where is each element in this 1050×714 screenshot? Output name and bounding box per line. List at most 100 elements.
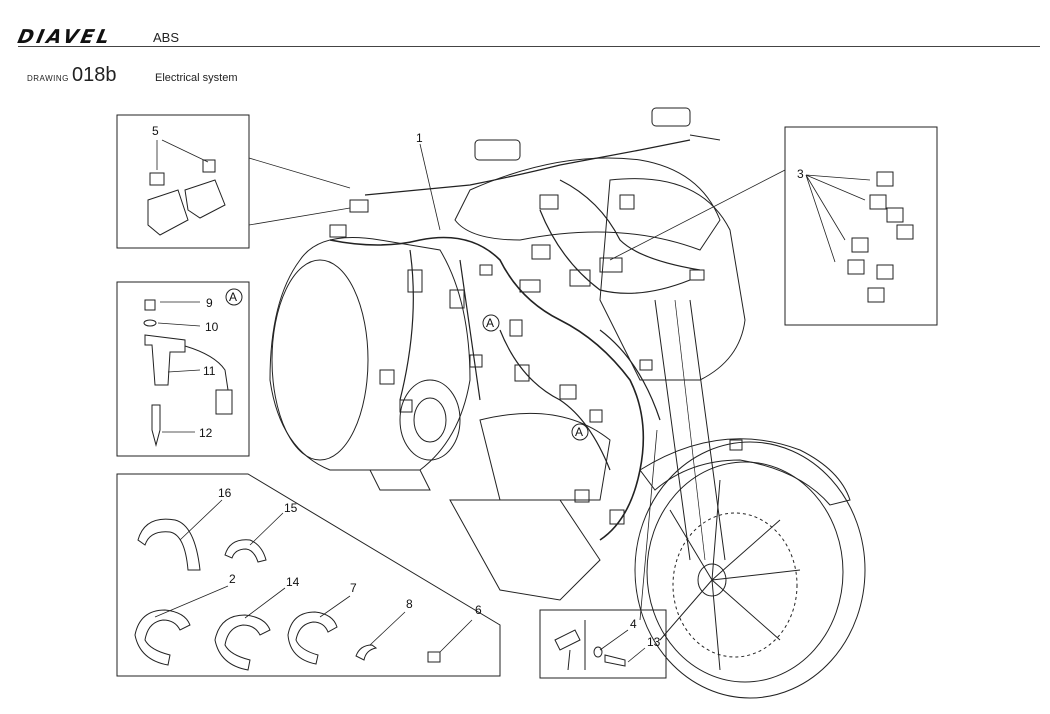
handlebar (364, 139, 691, 196)
side-shroud (599, 178, 746, 381)
rear-cylinder-head (271, 259, 369, 461)
relay-box-frame (784, 126, 938, 326)
callout-4: 4 (630, 617, 637, 631)
header-rule (18, 46, 1040, 47)
relay (847, 259, 865, 275)
connector (609, 509, 625, 525)
relay (876, 264, 894, 280)
callout-9: 9 (206, 296, 213, 310)
clamp-7 (287, 611, 338, 665)
detail-a-marker (571, 423, 589, 441)
callout-1-leader (419, 143, 441, 231)
callout-16: 16 (218, 486, 232, 500)
fuse-small (149, 172, 165, 186)
ground-box-leader (639, 429, 658, 621)
connector (449, 289, 465, 309)
callout-14: 14 (286, 575, 300, 589)
front-rim (646, 461, 844, 683)
connector (599, 257, 623, 273)
callout-8: 8 (406, 597, 413, 611)
connector (639, 359, 653, 371)
connector (349, 199, 369, 213)
box-fuses: 5 (116, 114, 351, 249)
relay (869, 194, 887, 210)
connector (531, 244, 551, 260)
connector (407, 269, 423, 293)
front-cylinder (479, 412, 611, 501)
connector (469, 354, 483, 368)
connector (589, 409, 603, 423)
model-label: ABS (153, 30, 180, 45)
callout-3-leader (805, 174, 871, 263)
clip-6 (427, 651, 441, 663)
clip-8 (355, 644, 378, 661)
ground-lug (554, 629, 581, 651)
brake-reservoir-left (474, 139, 521, 161)
ground-box-frame (539, 609, 667, 679)
callout-5-leader (156, 139, 209, 170)
callout-6: 6 (475, 603, 482, 617)
callout-7: 7 (350, 581, 357, 595)
relay (896, 224, 914, 240)
detail-a-label: A (575, 425, 583, 439)
callout-10: 10 (205, 320, 219, 334)
fuel-tank (454, 157, 721, 251)
drawing-title: Electrical system (155, 72, 238, 84)
connector (479, 264, 493, 276)
connector (729, 439, 743, 451)
relay (851, 237, 869, 253)
fork-left (654, 299, 726, 561)
brake-disc (672, 512, 798, 658)
callout-1: 1 (416, 131, 423, 145)
wheel-hub (697, 563, 727, 597)
connector (399, 399, 413, 413)
relay (867, 287, 885, 303)
connector (574, 489, 590, 503)
clamp-14 (214, 614, 271, 671)
fuse-holder-large (147, 189, 189, 236)
engine-sump (449, 499, 601, 601)
wiring-harness-main (329, 236, 645, 541)
callout-11: 11 (203, 364, 216, 378)
spark-leaders (157, 301, 201, 433)
wheel-spokes (659, 479, 801, 671)
connector (569, 269, 591, 287)
relay (876, 171, 894, 187)
relay (886, 207, 904, 223)
fork-inner (674, 299, 706, 561)
connector (619, 194, 635, 210)
coil-connector (215, 389, 233, 415)
alternator-hub (413, 397, 447, 443)
detail-a-marker (225, 288, 243, 306)
connector (539, 194, 559, 210)
ground-screw (604, 654, 626, 667)
rear-cylinder (269, 237, 471, 471)
connector (519, 279, 541, 293)
fuse-box-leaders (248, 157, 351, 226)
ground-leaders (599, 629, 646, 663)
front-fender (639, 438, 851, 506)
cable-tie-15 (224, 539, 267, 563)
callout-13: 13 (647, 635, 661, 649)
spark-plug (151, 404, 161, 447)
detail-a-marker (482, 314, 500, 332)
ground-wire (567, 620, 586, 671)
connector (559, 384, 577, 400)
connector (329, 224, 347, 238)
box-spark-plug: A 9 10 11 12 (116, 281, 250, 457)
coil-lead (184, 345, 229, 391)
box-relays: 3 (609, 126, 938, 326)
callout-2: 2 (229, 572, 236, 586)
alternator-cover (399, 379, 461, 461)
brake-lever (689, 134, 721, 141)
callout-5: 5 (152, 124, 159, 138)
box-cable-ties: 16 15 2 14 7 8 6 (116, 473, 501, 677)
washer (143, 319, 157, 327)
brake-reservoir-right (651, 107, 691, 127)
detail-a-label: A (486, 316, 494, 330)
fuse-small (202, 159, 216, 173)
cable-tie-16 (137, 518, 201, 571)
cable-tie-leaders (154, 499, 473, 653)
spark-plug-box-frame (116, 281, 250, 457)
drawing-number: 018b (72, 64, 117, 86)
